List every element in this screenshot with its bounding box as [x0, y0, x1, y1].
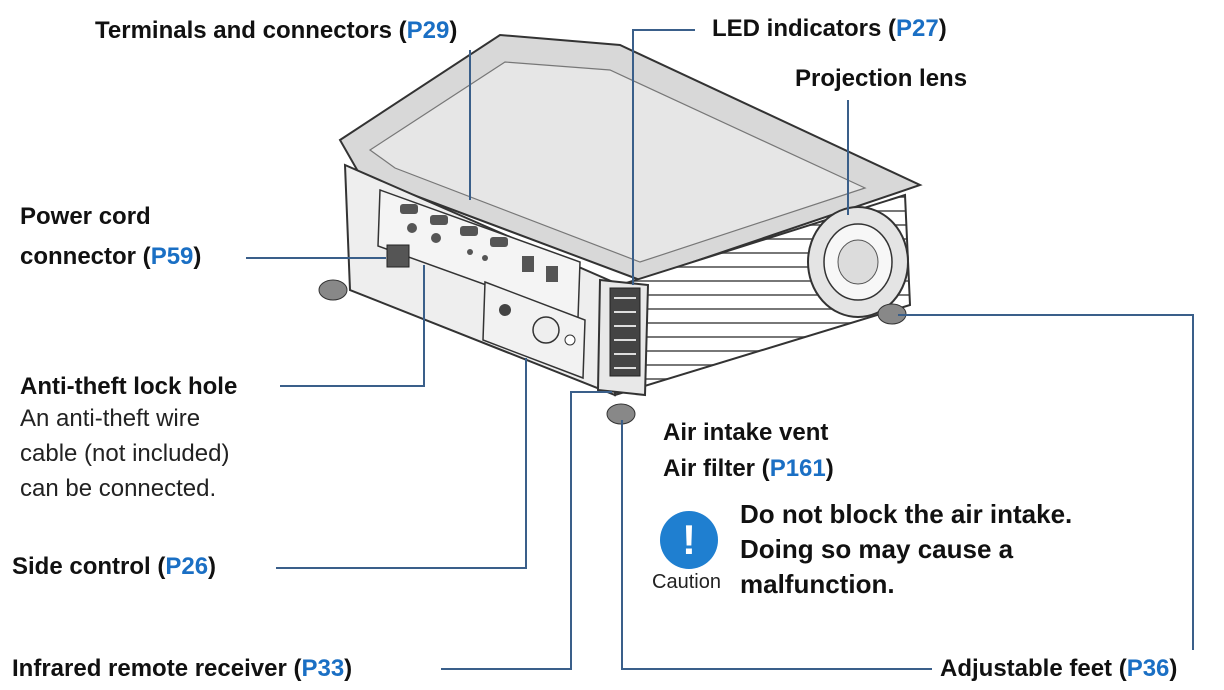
- label-led-indicators: LED indicators (P27): [712, 15, 947, 42]
- label-power-connector: connector (P59): [20, 243, 202, 270]
- label-air-intake: Air intake vent: [663, 419, 829, 446]
- ref-p161[interactable]: P161: [769, 455, 826, 482]
- anti-theft-desc-1: An anti-theft wire: [20, 405, 201, 432]
- led-indicators-panel: [609, 287, 641, 377]
- caution-icon: !: [660, 511, 718, 569]
- label-air-filter: Air filter (P161): [663, 455, 834, 482]
- anti-theft-desc-3: can be connected.: [20, 475, 217, 502]
- label-adjustable-feet: Adjustable feet (P36): [940, 655, 1178, 682]
- ref-p33[interactable]: P33: [301, 655, 345, 682]
- anti-theft-desc-2: cable (not included): [20, 440, 230, 467]
- label-side-control: Side control (P26): [12, 553, 217, 580]
- ref-p59[interactable]: P59: [150, 243, 194, 270]
- ref-p27[interactable]: P27: [896, 15, 939, 42]
- foot-front-left: [318, 279, 348, 301]
- ref-p36[interactable]: P36: [1126, 655, 1170, 682]
- label-projection-lens: Projection lens: [795, 65, 968, 92]
- leader-lines: [246, 29, 1194, 670]
- power-cord-connector: [386, 244, 410, 268]
- label-power-cord: Power cord: [20, 203, 151, 230]
- caution-line-1: Do not block the air intake.: [740, 499, 1073, 529]
- label-anti-theft: Anti-theft lock hole: [20, 373, 238, 400]
- ref-p26[interactable]: P26: [165, 553, 209, 580]
- caution-line-3: malfunction.: [740, 569, 895, 599]
- ref-p29[interactable]: P29: [406, 17, 450, 44]
- caution-word: Caution: [652, 571, 721, 593]
- label-terminals-connectors: Terminals and connectors (P29): [95, 17, 458, 44]
- label-infrared-receiver: Infrared remote receiver (P33): [12, 655, 353, 682]
- caution-line-2: Doing so may cause a: [740, 534, 1014, 564]
